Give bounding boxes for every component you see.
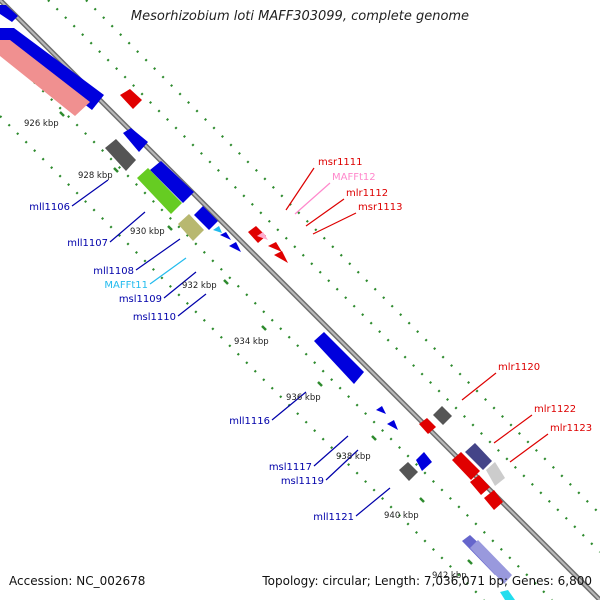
label-leader-line: [325, 449, 359, 481]
kbp-label: 928 kbp: [78, 171, 113, 181]
kbp-tick: [223, 279, 229, 285]
kbp-label: 936 kbp: [286, 393, 321, 403]
label-leader-line: [355, 487, 391, 517]
gene-label[interactable]: msr1111: [318, 157, 363, 168]
label-leader-line: [313, 435, 349, 467]
label-leader-line: [71, 179, 109, 207]
kbp-label: 926 kbp: [24, 119, 59, 129]
genome-stats: Topology: circular; Length: 7,036,071 bp…: [262, 574, 592, 588]
gene-pink-large: [0, 40, 90, 116]
gene-forward-1120: [419, 418, 436, 434]
gene-reverse-1117: [376, 406, 386, 414]
genome-title: Mesorhizobium loti MAFF303099, complete …: [130, 9, 470, 24]
reverse-strand-genes: [0, 5, 515, 600]
kbp-tick: [317, 381, 323, 387]
kbp-label: 934 kbp: [234, 337, 269, 347]
gene-label[interactable]: mll1116: [229, 416, 270, 427]
gene-label[interactable]: MAFFt11: [104, 280, 148, 291]
track-guide-outer-1: [85, 0, 600, 515]
gene-label[interactable]: msl1117: [269, 462, 312, 473]
gene-label[interactable]: msl1119: [281, 476, 324, 487]
gene-reverse-1108: [194, 206, 218, 230]
gene-forward-1113: [274, 251, 288, 263]
track-guide-inner-1: [0, 47, 553, 600]
gene-forward-1122: [452, 452, 480, 480]
kbp-tick: [419, 497, 425, 503]
kbp-label: 932 kbp: [182, 281, 217, 291]
gene-label[interactable]: mll1121: [313, 512, 354, 523]
gene-label[interactable]: MAFFt12: [332, 172, 376, 183]
gene-label[interactable]: mll1108: [93, 266, 134, 277]
label-leader-line: [493, 414, 533, 444]
gene-label[interactable]: mlr1122: [534, 404, 576, 415]
kbp-label: 938 kbp: [336, 452, 371, 462]
gene-reverse-1107: [123, 128, 148, 152]
label-leader-line: [294, 182, 331, 215]
gene-label[interactable]: msl1109: [119, 294, 162, 305]
gene-label[interactable]: mlr1123: [550, 423, 592, 434]
gene-reverse-1109: [220, 232, 231, 240]
track-guide-inner-2: [0, 115, 485, 600]
kbp-label: 930 kbp: [130, 227, 165, 237]
gene-reverse-large: [0, 28, 104, 110]
label-leader-lines: [71, 167, 549, 517]
kbp-tick: [261, 325, 267, 331]
label-leader-line: [509, 433, 549, 463]
gene-label[interactable]: mlr1120: [498, 362, 540, 373]
kbp-tick: [467, 559, 473, 565]
gene-hypothetical-1120b: [433, 406, 452, 425]
label-leader-line: [163, 271, 197, 299]
gene-label[interactable]: msr1113: [358, 202, 403, 213]
gene-reverse-top: [0, 5, 18, 22]
kbp-tick: [371, 435, 377, 441]
gene-reverse-1116: [314, 332, 364, 384]
gene-pink-maff12: [257, 232, 268, 240]
label-leader-line: [305, 198, 345, 227]
gene-label[interactable]: mlr1112: [346, 188, 388, 199]
kbp-tick: [167, 225, 173, 231]
label-leader-line: [135, 238, 181, 271]
gene-reverse-1107b: [150, 161, 194, 203]
gene-green-1107: [137, 168, 182, 214]
label-leader-line: [109, 211, 146, 243]
gene-reverse-1110: [229, 242, 241, 252]
label-leader-line: [312, 212, 357, 235]
kbp-tick: [59, 111, 65, 117]
gene-label[interactable]: mll1107: [67, 238, 108, 249]
gene-label[interactable]: msl1110: [133, 312, 176, 323]
forward-strand-genes: [120, 89, 505, 510]
gene-reverse-1119: [387, 420, 398, 430]
label-leader-line: [149, 257, 187, 285]
gene-trna-11: [213, 226, 222, 233]
kbp-label: 940 kbp: [384, 511, 419, 521]
gene-hypothetical-1121: [399, 462, 418, 481]
label-leader-line: [177, 293, 207, 317]
gene-trna-lower: [500, 590, 515, 600]
gene-hypothetical-1106: [105, 139, 136, 171]
kbp-ticks: [59, 111, 473, 565]
gene-forward-1111: [248, 226, 266, 243]
gene-olive-1108: [178, 214, 204, 241]
gene-forward-1123a: [470, 475, 490, 495]
label-leader-line: [461, 372, 497, 401]
gene-forward-1123b: [484, 490, 503, 510]
gene-reverse-1121: [416, 452, 432, 471]
label-leader-line: [271, 391, 307, 421]
gene-lilac-lower: [470, 540, 512, 584]
accession-label: Accession: NC_002678: [9, 574, 146, 588]
gene-forward-1112: [268, 242, 282, 252]
kbp-tick: [113, 167, 119, 173]
gene-forward-top: [120, 89, 142, 109]
gene-purple-1122: [465, 443, 492, 470]
label-leader-line: [285, 167, 315, 211]
gene-gray-1123: [486, 462, 505, 486]
kbp-label: 942 kbp: [432, 571, 467, 581]
kbp-labels: 926 kbp 928 kbp 930 kbp 932 kbp 934 kbp 936 k…: [24, 119, 467, 581]
gene-label[interactable]: mll1106: [29, 202, 70, 213]
